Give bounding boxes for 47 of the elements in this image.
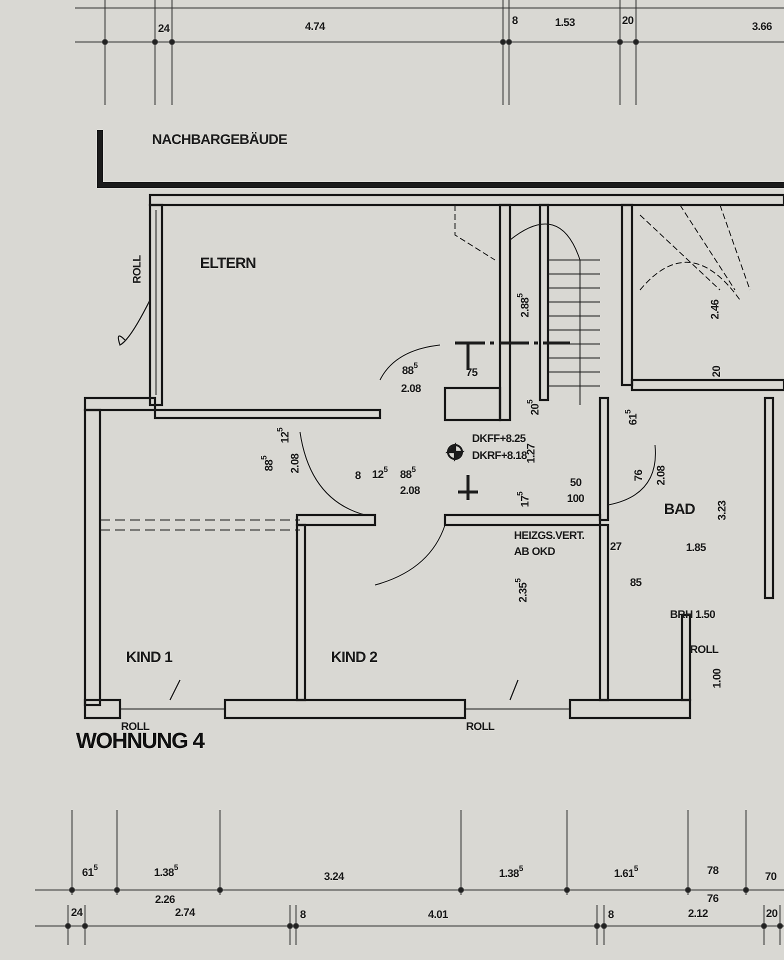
- plan-label: 100: [567, 494, 584, 505]
- room-name: ELTERN: [200, 255, 256, 272]
- plan-label: ROLL: [690, 645, 718, 656]
- plan-label: 2.08: [656, 466, 668, 486]
- plan-label: 3.66: [752, 22, 772, 33]
- plan-label: 8: [300, 910, 306, 921]
- plan-label: 76: [707, 894, 718, 905]
- plan-label: 76: [634, 470, 646, 482]
- plan-label: NACHBARGEBÄUDE: [152, 132, 288, 146]
- plan-label: 2.26: [155, 895, 175, 906]
- room-name: KIND 2: [331, 649, 378, 666]
- plan-label: 2.08: [290, 454, 302, 474]
- plan-label: 4.01: [428, 910, 448, 921]
- plan-label: 70: [765, 872, 776, 883]
- room-name: KIND 1: [126, 649, 172, 666]
- plan-label: 8: [512, 16, 518, 27]
- plan-label: 78: [707, 866, 718, 877]
- plan-label: 2.46: [710, 300, 722, 320]
- plan-label: 24: [158, 24, 170, 35]
- plan-label: HEIZGS.VERT.: [514, 531, 584, 542]
- plan-label: 2.74: [175, 908, 195, 919]
- plan-label: 50: [570, 478, 582, 489]
- plan-label: DKRF+8.18: [472, 451, 527, 462]
- plan-label: ROLL: [466, 722, 494, 733]
- plan-label: 3.23: [717, 500, 728, 520]
- plan-label: 20: [766, 909, 778, 920]
- plan-label: DKFF+8.25: [472, 434, 526, 445]
- plan-label: 27: [610, 542, 622, 553]
- plan-label: 8: [355, 471, 361, 482]
- plan-label: 4.74: [305, 22, 325, 33]
- plan-label: 2.08: [400, 486, 420, 497]
- plan-label: ROLL: [132, 255, 144, 284]
- plan-label: 20: [712, 366, 724, 378]
- plan-label: 8: [608, 910, 614, 921]
- plan-label: 1.00: [712, 668, 724, 688]
- plan-label: AB OKD: [514, 547, 555, 558]
- room-name: BAD: [664, 501, 695, 518]
- plan-label: 2.08: [401, 384, 421, 395]
- plan-label: 20: [622, 16, 634, 27]
- plan-label: 24: [71, 908, 82, 919]
- plan-label: 3.24: [324, 872, 344, 883]
- plan-label: ROLL: [121, 722, 150, 733]
- plan-label: 1.27: [526, 444, 538, 464]
- plan-label: 1.85: [686, 543, 706, 554]
- plan-label: 1.53: [555, 18, 575, 29]
- plan-label: 85: [630, 578, 642, 589]
- plan-label: 2.12: [688, 909, 708, 920]
